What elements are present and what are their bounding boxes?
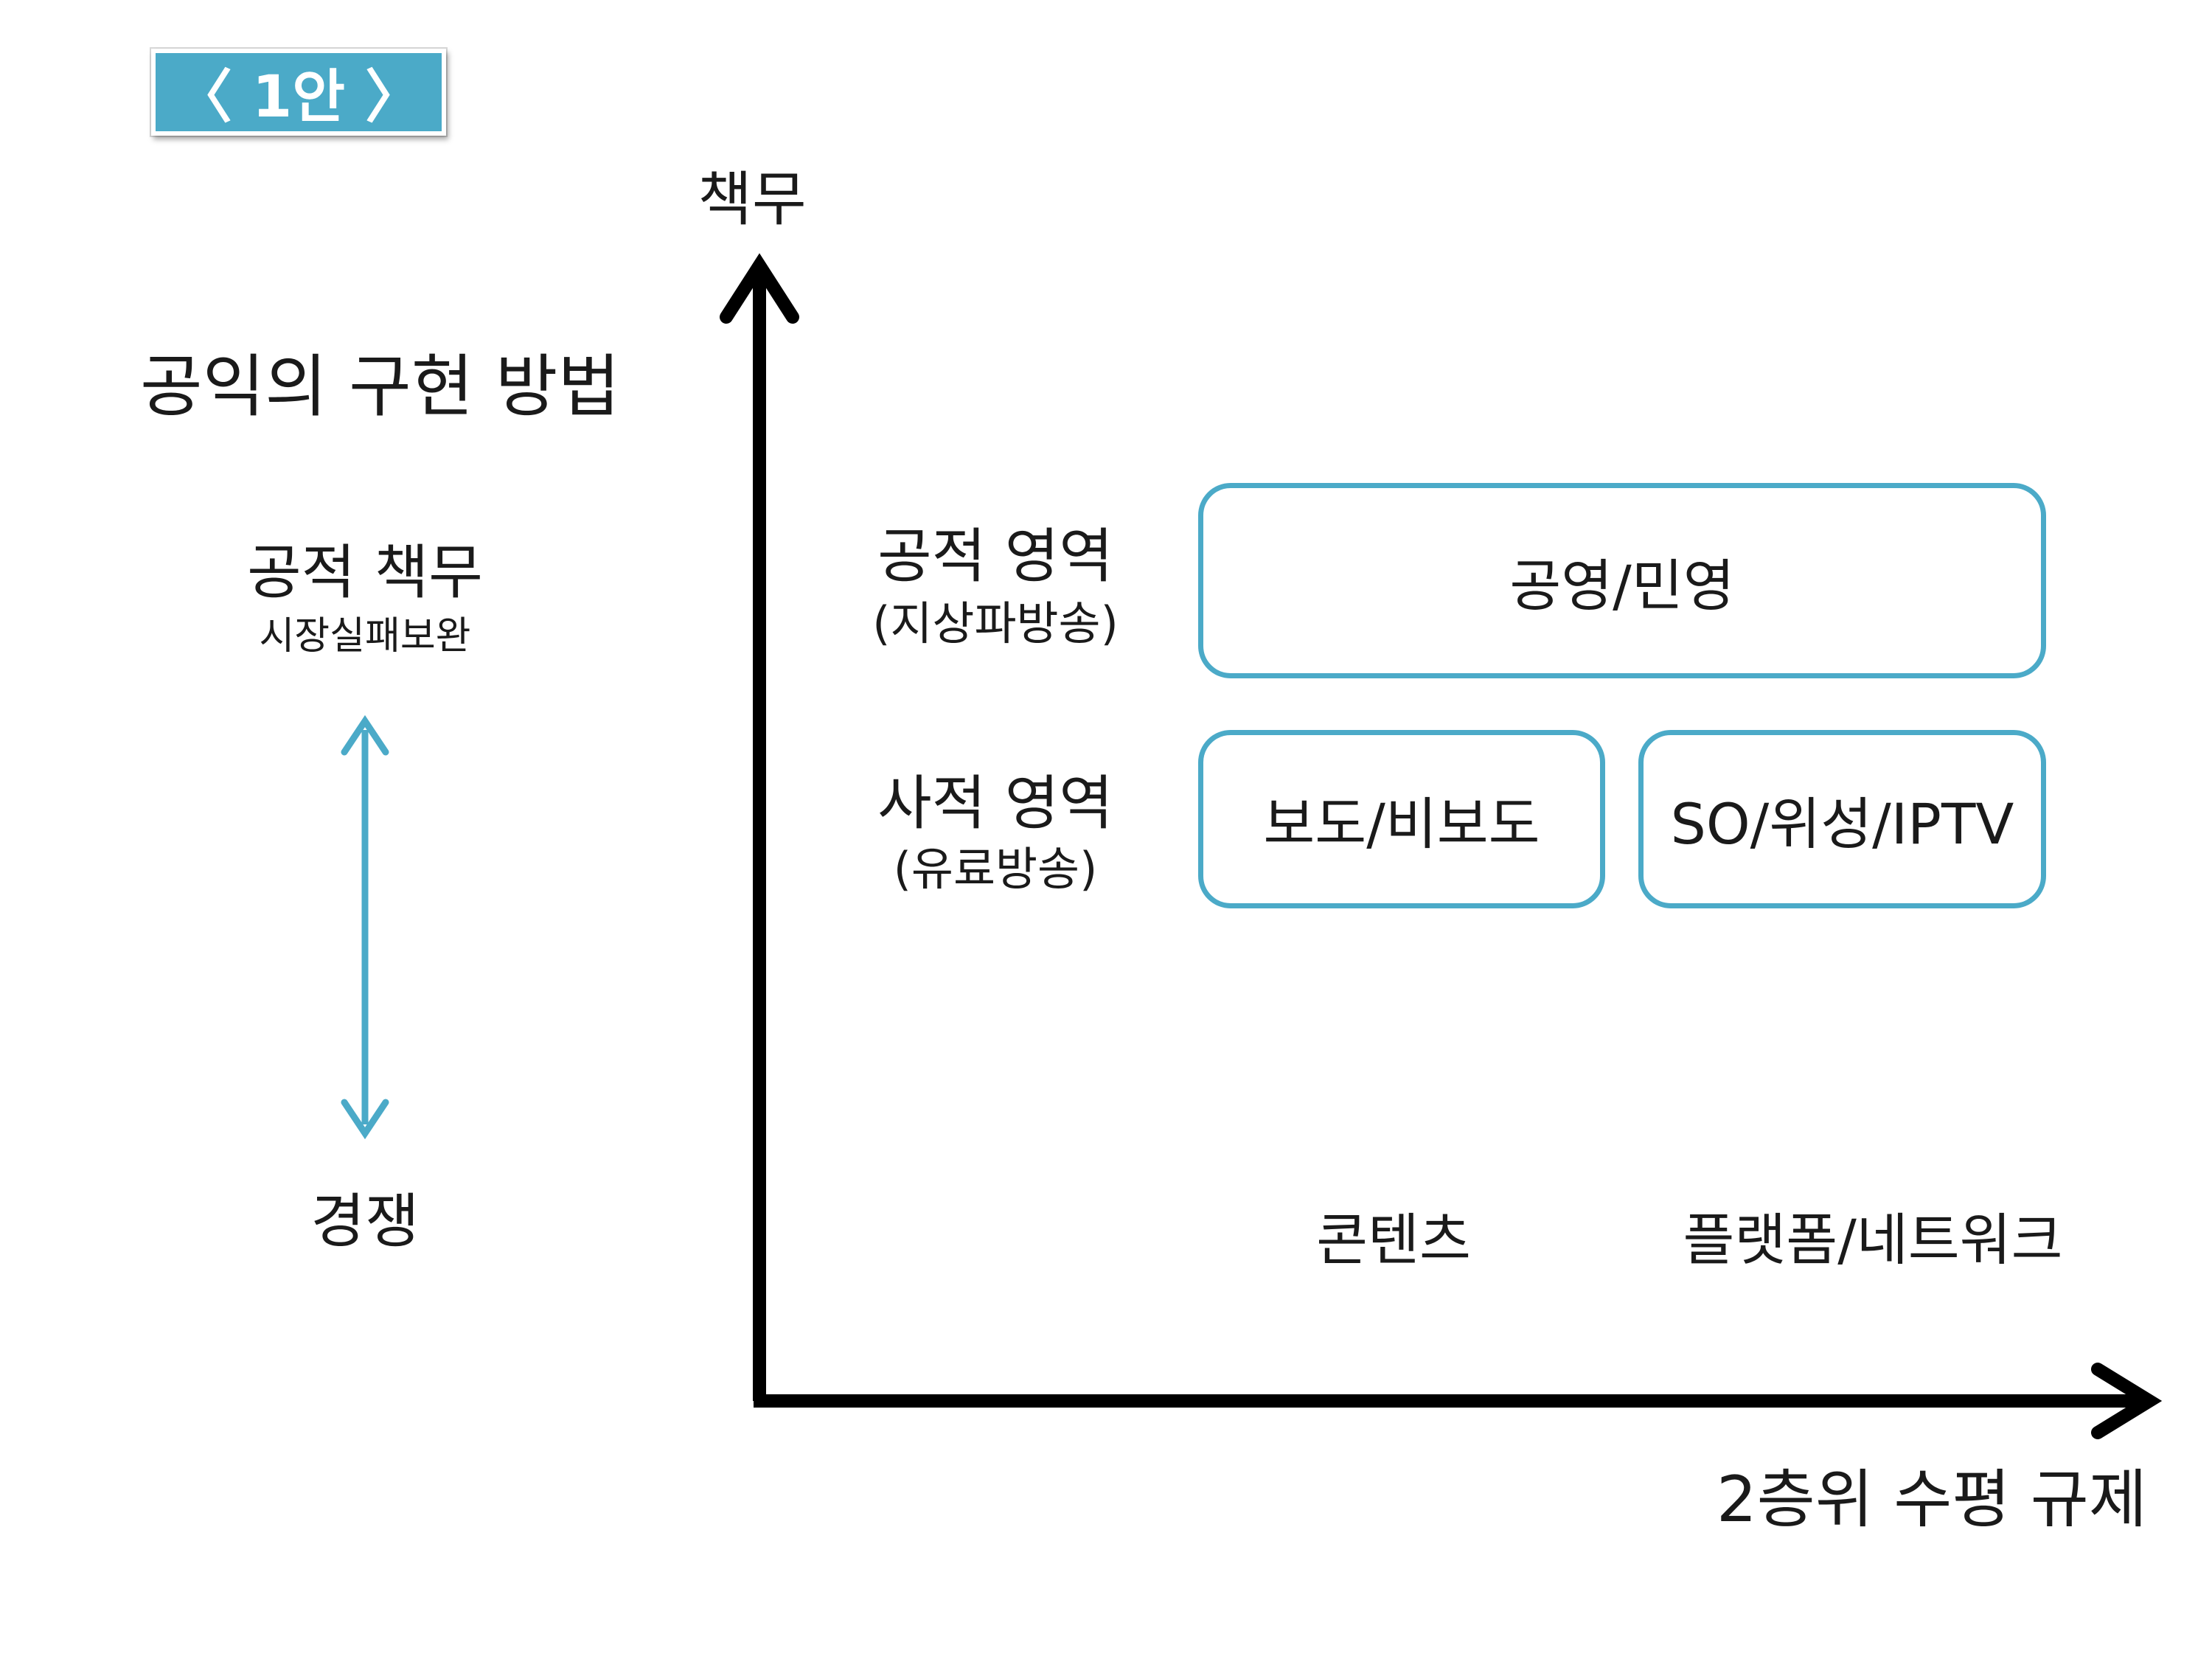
y-axis-arrowhead (720, 253, 799, 324)
public-private-ownership-box: 공영/민영 (1198, 483, 2046, 678)
double-arrow-bottom-head (341, 1099, 389, 1140)
market-failure-label: 시장실패보완 (259, 614, 471, 658)
news-label: 보도/비보도 (1263, 791, 1540, 857)
competition-label: 경쟁 (310, 1187, 420, 1256)
row-label-private: 사적 영역 (877, 769, 1113, 838)
row-sublabel-public: (지상파방송) (872, 597, 1119, 650)
row-label-public: 공적 영역 (877, 522, 1113, 591)
column-label-platform-network: 플랫폼/네트워크 (1683, 1207, 2063, 1273)
platform-box: SO/위성/IPTV (1638, 730, 2046, 908)
version-badge: 〈 1안 〉 (151, 49, 446, 136)
column-label-content: 콘텐츠 (1316, 1207, 1471, 1273)
public-duty-label: 공적 책무 (247, 538, 483, 607)
public-private-ownership-label: 공영/민영 (1509, 552, 1735, 619)
y-axis-label: 책무 (698, 165, 807, 234)
x-axis-arrowhead (2091, 1363, 2163, 1439)
left-panel-title: 공익의 구현 방법 (140, 347, 620, 426)
news-box: 보도/비보도 (1198, 730, 1605, 908)
row-sublabel-private: (유료방송) (893, 842, 1098, 896)
x-axis-label: 2층위 수평 규제 (1716, 1463, 2148, 1537)
platform-label: SO/위성/IPTV (1670, 791, 2014, 857)
double-arrow-top-head (341, 714, 389, 756)
